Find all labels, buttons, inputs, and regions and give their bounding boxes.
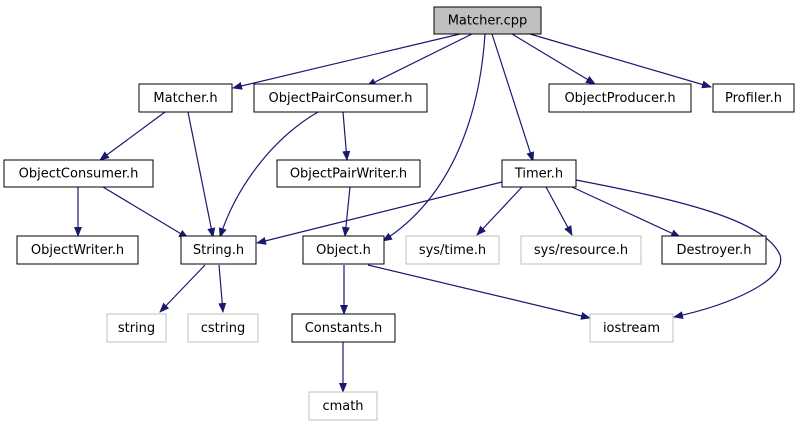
node-object-writer-h[interactable]: ObjectWriter.h <box>16 235 139 265</box>
node-object-producer-h[interactable]: ObjectProducer.h <box>548 83 692 113</box>
node-matcher-h[interactable]: Matcher.h <box>138 83 233 113</box>
edge-timer-h-to-destroyer-h <box>571 186 681 238</box>
node-cmath[interactable]: cmath <box>308 391 378 421</box>
edge-matcher-cpp-to-matcher-h <box>232 33 461 90</box>
node-label: ObjectConsumer.h <box>19 167 139 182</box>
edge-timer-h-to-sys-time-h <box>476 186 523 236</box>
node-label: ObjectPairConsumer.h <box>269 91 413 106</box>
edge-matcher-cpp-to-object-producer-h <box>511 33 596 85</box>
edge-timer-h-to-iostream <box>575 179 782 320</box>
node-object-pair-writer-h[interactable]: ObjectPairWriter.h <box>276 159 421 188</box>
edge-matcher-cpp-to-profiler-h <box>529 33 712 89</box>
edges <box>74 33 782 393</box>
node-label: Profiler.h <box>725 91 782 106</box>
node-label: ObjectPairWriter.h <box>290 167 407 182</box>
edge-matcher-cpp-to-object-pair-consumer-h <box>366 33 473 87</box>
edge-object-h-to-iostream <box>367 264 591 320</box>
node-label: String.h <box>193 243 244 258</box>
node-matcher-cpp[interactable]: Matcher.cpp <box>433 6 542 35</box>
node-object-consumer-h[interactable]: ObjectConsumer.h <box>3 159 154 188</box>
node-label: Destroyer.h <box>676 243 751 258</box>
node-profiler-h[interactable]: Profiler.h <box>712 83 795 113</box>
node-label: Matcher.h <box>153 91 217 106</box>
node-string[interactable]: string <box>106 313 167 343</box>
node-sys-time-h[interactable]: sys/time.h <box>405 235 500 265</box>
edge-matcher-h-to-string-h <box>187 111 216 238</box>
node-cstring[interactable]: cstring <box>187 313 259 343</box>
node-timer-h[interactable]: Timer.h <box>501 159 577 188</box>
node-label: sys/time.h <box>419 243 486 258</box>
edge-timer-h-to-sys-resource-h <box>545 186 573 236</box>
node-constants-h[interactable]: Constants.h <box>291 313 396 343</box>
node-label: Matcher.cpp <box>448 14 528 29</box>
node-iostream[interactable]: iostream <box>589 313 674 343</box>
node-label: Object.h <box>316 243 371 258</box>
node-object-h[interactable]: Object.h <box>302 235 385 265</box>
nodes: Matcher.cpp Matcher.h ObjectPairConsumer… <box>3 6 795 421</box>
node-label: iostream <box>603 321 660 336</box>
node-sys-resource-h[interactable]: sys/resource.h <box>520 235 642 265</box>
node-label: sys/resource.h <box>534 243 628 258</box>
edge-timer-h-to-string-h <box>256 181 503 245</box>
edge-string-h-to-string <box>159 264 206 313</box>
node-string-h[interactable]: String.h <box>180 235 257 265</box>
node-destroyer-h[interactable]: Destroyer.h <box>661 235 767 265</box>
node-object-pair-consumer-h[interactable]: ObjectPairConsumer.h <box>253 83 428 113</box>
node-label: Constants.h <box>305 321 383 336</box>
edge-object-consumer-h-to-string-h <box>102 186 189 239</box>
node-label: ObjectWriter.h <box>31 243 124 258</box>
edge-object-pair-writer-h-to-object-h <box>341 186 351 237</box>
edge-object-pair-consumer-h-to-object-pair-writer-h <box>342 111 351 161</box>
node-label: Timer.h <box>514 167 563 182</box>
edge-string-h-to-cstring <box>218 264 227 313</box>
node-label: ObjectProducer.h <box>564 91 675 106</box>
edge-matcher-h-to-object-consumer-h <box>99 111 166 161</box>
edge-matcher-cpp-to-timer-h <box>491 33 535 162</box>
node-label: cstring <box>201 321 245 336</box>
edge-matcher-cpp-to-object-h <box>382 33 486 242</box>
edge-object-pair-consumer-h-to-string-h <box>218 111 319 238</box>
node-label: string <box>118 321 155 336</box>
node-label: cmath <box>322 399 363 414</box>
